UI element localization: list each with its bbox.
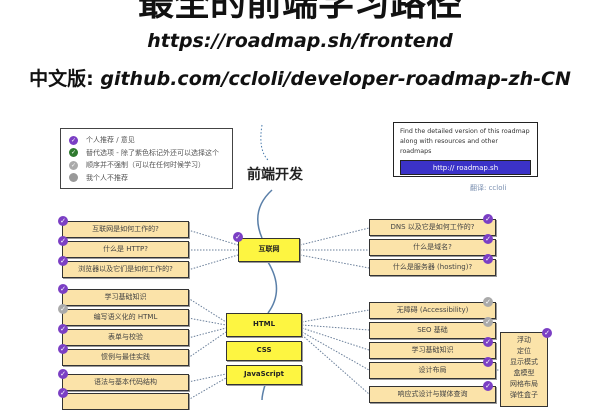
check-icon: ✓: [483, 234, 493, 244]
check-icon: ✓: [542, 328, 552, 338]
left-topic[interactable]: 什么是 HTTP?: [62, 241, 189, 258]
layout-item: 浮动: [517, 336, 531, 344]
left-topic[interactable]: [62, 393, 189, 410]
right-topic[interactable]: 响应式设计与媒体查询: [369, 386, 496, 403]
check-green-icon: ✓: [69, 148, 78, 158]
check-icon: ✓: [58, 369, 68, 379]
right-topic[interactable]: 无障碍 (Accessibility): [369, 302, 496, 319]
left-topic[interactable]: 惯例与最佳实践: [62, 349, 189, 366]
cn-label: 中文版:: [29, 68, 94, 90]
circle-grey-icon: [69, 173, 78, 183]
check-icon: ✓: [58, 304, 68, 314]
info-text: Find the detailed version of this roadma…: [400, 128, 530, 155]
check-icon: ✓: [483, 337, 493, 347]
left-topic[interactable]: 表单与校验: [62, 329, 189, 346]
core-internet[interactable]: 互联网: [238, 238, 300, 262]
cn-url[interactable]: github.com/ccloli/developer-roadmap-zh-C…: [100, 68, 571, 90]
left-topic[interactable]: 语法与基本代码结构: [62, 374, 189, 391]
check-grey-icon: ✓: [69, 160, 78, 170]
left-topic[interactable]: 学习基础知识: [62, 289, 189, 306]
check-icon: ✓: [58, 284, 68, 294]
right-topic[interactable]: 什么是服务器 (hosting)?: [369, 259, 496, 276]
check-icon: ✓: [58, 216, 68, 226]
layout-item: 定位: [517, 347, 531, 355]
right-topic[interactable]: DNS 以及它是如何工作的?: [369, 219, 496, 236]
check-purple-icon: ✓: [69, 135, 78, 145]
roadmap-link-button[interactable]: http:// roadmap.sh: [400, 160, 531, 175]
check-icon: ✓: [483, 317, 493, 327]
roadmap-url[interactable]: https://roadmap.sh/frontend: [147, 30, 453, 52]
layout-item: 盒模型: [513, 369, 535, 377]
check-icon: ✓: [58, 236, 68, 246]
info-box: Find the detailed version of this roadma…: [393, 122, 538, 177]
check-icon: ✓: [483, 254, 493, 264]
check-icon: ✓: [58, 256, 68, 266]
layout-item: 显示模式: [510, 358, 538, 366]
connector-lines: [187, 124, 500, 400]
legend: ✓个人推荐 / 意见 ✓替代选项 - 除了紫色标记外还可以选择这个 ✓顺序并不强…: [60, 128, 233, 189]
translator-credit: 翻译: ccloli: [470, 184, 507, 192]
core-html[interactable]: HTML: [226, 313, 302, 337]
right-topic[interactable]: 学习基础知识: [369, 342, 496, 359]
roadmap-title: 前端开发: [247, 167, 303, 183]
right-topic[interactable]: 什么是域名?: [369, 239, 496, 256]
check-icon: ✓: [233, 232, 243, 242]
legend-item: ✓顺序并不强制（可以在任何时候学习）: [69, 160, 205, 170]
left-topic[interactable]: 浏览器以及它们是如何工作的?: [62, 261, 189, 278]
right-topic[interactable]: SEO 基础: [369, 322, 496, 339]
check-icon: ✓: [58, 344, 68, 354]
page-title: 最全的前端学习路径: [137, 0, 462, 24]
core-css[interactable]: CSS: [226, 341, 302, 361]
layout-item: 网格布局: [510, 380, 538, 388]
layout-topics-box[interactable]: 浮动 定位 显示模式 盒模型 网格布局 弹性盒子: [500, 332, 548, 407]
cn-version-line: 中文版: github.com/ccloli/developer-roadmap…: [0, 64, 600, 91]
check-icon: ✓: [58, 388, 68, 398]
legend-item: 我个人不推荐: [69, 172, 224, 185]
check-icon: ✓: [58, 324, 68, 334]
legend-item: ✓个人推荐 / 意见: [69, 135, 135, 145]
left-topic[interactable]: 编写语义化的 HTML: [62, 309, 189, 326]
check-icon: ✓: [483, 357, 493, 367]
layout-item: 弹性盒子: [510, 391, 538, 399]
check-icon: ✓: [483, 214, 493, 224]
legend-item: ✓替代选项 - 除了紫色标记外还可以选择这个: [69, 148, 219, 158]
check-icon: ✓: [483, 297, 493, 307]
core-javascript[interactable]: JavaScript: [226, 365, 302, 385]
check-icon: ✓: [483, 381, 493, 391]
left-topic[interactable]: 互联网是如何工作的?: [62, 221, 189, 238]
right-topic[interactable]: 设计布局: [369, 362, 496, 379]
